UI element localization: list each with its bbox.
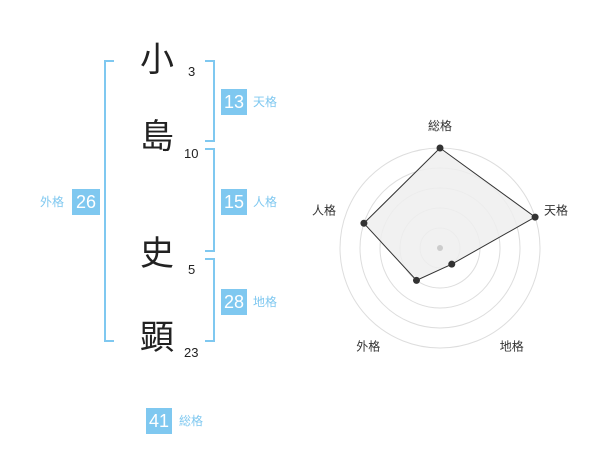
- jinkaku-bracket: [205, 148, 215, 252]
- stroke-count-4: 23: [184, 345, 199, 360]
- tenkaku-badge: 13: [221, 89, 247, 115]
- radar-point-3: [412, 276, 420, 284]
- radar-axis-label-4: 人格: [312, 202, 336, 217]
- jinkaku-label: 人格: [253, 195, 278, 209]
- radar-point-4: [360, 219, 368, 227]
- radar-point-2: [448, 260, 456, 268]
- name-char-3: 史: [140, 234, 174, 274]
- name-char-1: 小: [140, 40, 174, 80]
- radar-axis-label-1: 天格: [544, 202, 568, 217]
- gaikaku-label: 外格: [40, 195, 65, 209]
- radar-point-0: [436, 144, 444, 152]
- radar-axis-label-3: 外格: [356, 339, 380, 354]
- soukaku-label: 総格: [179, 414, 204, 428]
- stroke-count-3: 5: [188, 262, 196, 277]
- stroke-count-2: 10: [184, 146, 199, 161]
- stroke-count-1: 3: [188, 64, 196, 79]
- tenkaku-bracket: [205, 60, 215, 142]
- name-char-4: 顕: [140, 318, 174, 358]
- chikaku-badge: 28: [221, 289, 247, 315]
- chikaku-bracket: [205, 258, 215, 342]
- radar-axis-label-0: 総格: [428, 118, 452, 133]
- jinkaku-badge: 15: [221, 189, 247, 215]
- gaikaku-bracket: [104, 60, 114, 342]
- name-char-2: 島: [140, 117, 174, 157]
- soukaku-badge: 41: [146, 408, 172, 434]
- radar-axis-label-2: 地格: [500, 339, 524, 354]
- radar-polygon: [363, 147, 537, 281]
- gaikaku-badge: 26: [72, 189, 100, 215]
- radar-point-1: [531, 213, 539, 221]
- chikaku-label: 地格: [253, 295, 278, 309]
- radar-center-dot: [437, 245, 443, 251]
- tenkaku-label: 天格: [253, 95, 278, 109]
